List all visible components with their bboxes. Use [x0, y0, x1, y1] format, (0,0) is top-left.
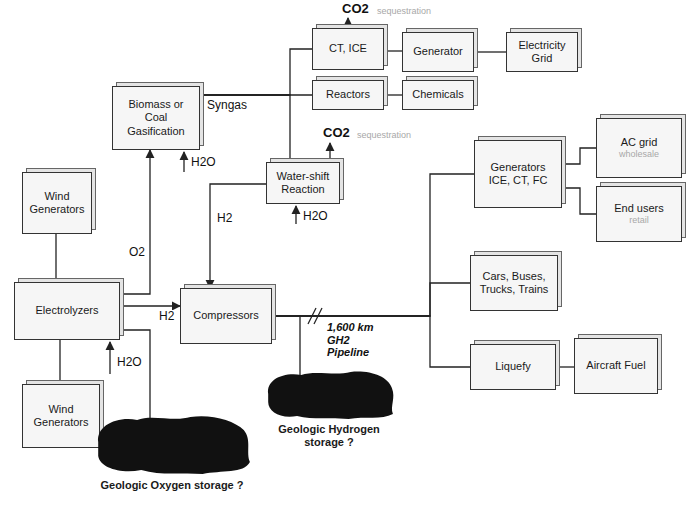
- flow-line: [59, 340, 60, 384]
- process-box: Generator: [402, 32, 474, 72]
- node-label: Compressors: [193, 309, 258, 322]
- flow-line: [556, 366, 574, 367]
- rock-formation: [262, 368, 396, 420]
- process-box: Electricity Grid: [506, 32, 578, 72]
- node-label: End users: [614, 202, 664, 215]
- flow-line: [272, 316, 300, 376]
- edge-label: H2: [158, 310, 175, 324]
- edge-label: Syngas: [206, 99, 248, 113]
- flow-line: [200, 49, 312, 95]
- water-arrow: [109, 342, 110, 374]
- node-note: wholesale: [619, 149, 659, 160]
- node-note: retail: [629, 215, 649, 226]
- process-box: End usersretail: [596, 186, 682, 242]
- process-box: Cars, Buses, Trucks, Trains: [470, 255, 558, 311]
- flow-line: [562, 148, 596, 164]
- flow-line: [120, 330, 150, 420]
- node-label: Wind Generators: [28, 403, 94, 429]
- node-label: Wind Generators: [28, 190, 86, 216]
- node-label: Liquefy: [495, 360, 530, 373]
- flow-line: [210, 184, 266, 288]
- edge-label: O2: [128, 246, 146, 260]
- node-label: Electrolyzers: [36, 304, 99, 317]
- flow-line: [384, 94, 402, 95]
- node-label: AC grid: [621, 136, 658, 149]
- process-box: Chemicals: [402, 80, 474, 110]
- node-label: Geologic Oxygen storage ?: [90, 479, 254, 492]
- node-label: Reactors: [326, 88, 370, 101]
- storage-blob: Geologic Oxygen storage ?: [90, 412, 254, 492]
- process-box: Biomass or Coal Gasification: [112, 86, 200, 150]
- flow-line: [272, 283, 470, 316]
- flow-label: H2O: [190, 156, 217, 170]
- water-arrow: [295, 206, 296, 224]
- rock-shape: [268, 372, 393, 419]
- co2-arrow: [329, 143, 330, 162]
- node-label: Cars, Buses, Trucks, Trains: [476, 270, 552, 296]
- edge-label: H2: [216, 212, 233, 226]
- flow-line: [120, 305, 180, 306]
- flow-line: [55, 234, 56, 282]
- flow-label: CO2: [341, 2, 370, 17]
- node-label: Generators ICE, CT, FC: [480, 161, 556, 187]
- process-box: Electrolyzers: [14, 282, 120, 340]
- faint-note: sequestration: [376, 6, 432, 16]
- faint-note: sequestration: [356, 130, 412, 140]
- process-box: Generators ICE, CT, FC: [474, 140, 562, 208]
- flow-line: [562, 188, 596, 214]
- node-label: Aircraft Fuel: [586, 359, 645, 372]
- flow-label: CO2: [322, 126, 351, 141]
- node-label: Generator: [413, 45, 463, 58]
- flow-line: [474, 51, 506, 52]
- node-label: Water-shift Reaction: [272, 170, 334, 196]
- flow-line: [200, 95, 290, 162]
- flow-label: H2O: [302, 210, 329, 224]
- process-box: AC gridwholesale: [596, 118, 682, 178]
- edge-label: 1,600 km GH2 Pipeline: [326, 321, 384, 359]
- process-box: Liquefy: [470, 344, 556, 390]
- flow-line: [384, 50, 402, 51]
- node-label: Electricity Grid: [512, 39, 572, 65]
- water-arrow: [183, 152, 184, 172]
- rock-shape: [98, 416, 250, 474]
- node-label: Biomass or Coal Gasification: [118, 98, 194, 138]
- node-label: Geologic Hydrogen storage ?: [262, 423, 396, 449]
- storage-blob: Geologic Hydrogen storage ?: [262, 368, 396, 449]
- process-box: Wind Generators: [22, 172, 92, 234]
- process-box: Water-shift Reaction: [266, 162, 340, 204]
- node-label: Chemicals: [412, 88, 463, 101]
- flow-line: [120, 150, 150, 294]
- process-box: Aircraft Fuel: [574, 338, 658, 394]
- process-box: Wind Generators: [22, 384, 100, 448]
- rock-formation: [90, 412, 254, 476]
- node-label: CT, ICE: [329, 42, 367, 55]
- process-box: CT, ICE: [312, 28, 384, 70]
- flow-label: H2O: [116, 356, 143, 370]
- process-box: Reactors: [312, 80, 384, 110]
- process-box: Compressors: [180, 288, 272, 344]
- co2-arrow: [347, 18, 348, 23]
- flow-line: [272, 316, 470, 367]
